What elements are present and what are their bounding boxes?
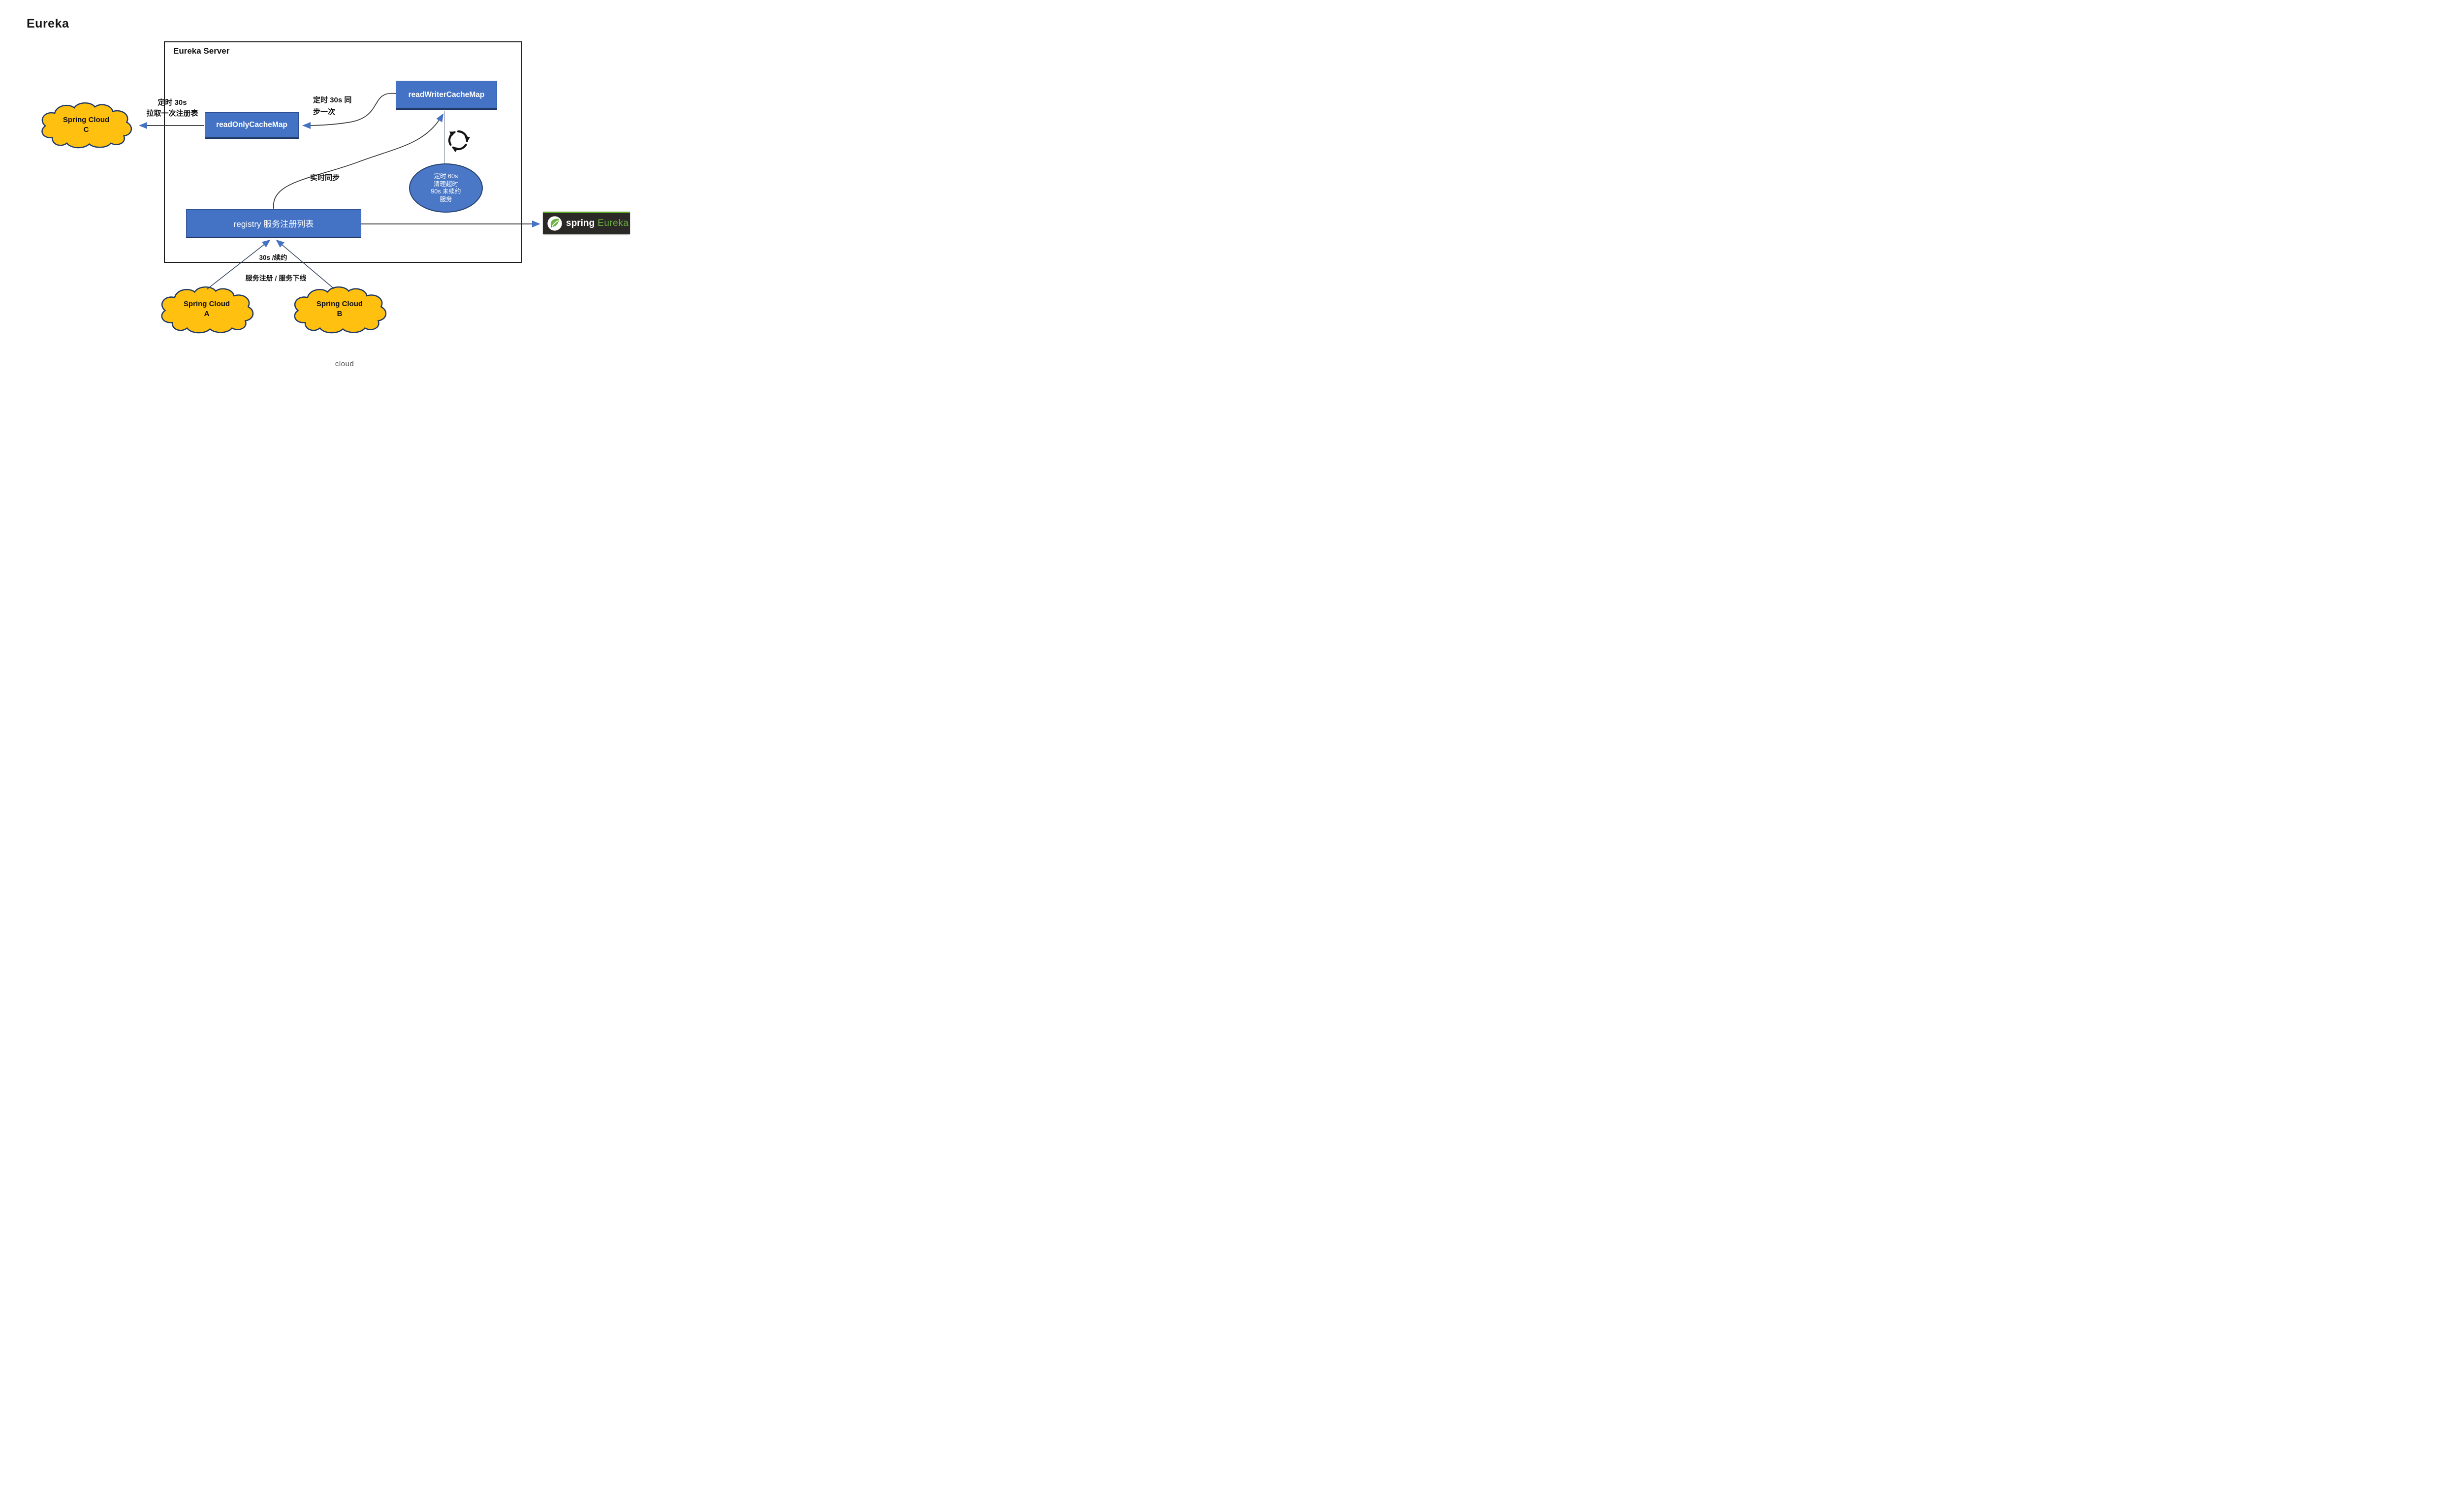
eureka-architecture-diagram: Eureka Eureka Server (0, 0, 673, 378)
label-fetch-line-1: 定时 30s (158, 98, 187, 107)
node-registry-label: registry 服务注册列表 (233, 220, 314, 229)
evict-line-2: 清理超时 (433, 180, 458, 188)
cloud-c-line-1: Spring Cloud (63, 116, 110, 124)
cloud-shape-b (294, 286, 387, 334)
label-sync-line-2: 步一次 (313, 108, 336, 116)
evict-line-3: 90s 未续约 (431, 188, 461, 195)
refresh-cycle-icon (448, 130, 471, 153)
label-renew-30s: 30s /续约 (259, 254, 287, 261)
page-title: Eureka (27, 17, 69, 31)
cloud-shape-a (161, 286, 254, 334)
evict-line-1: 定时 60s (434, 173, 458, 180)
cloud-c-label: Spring Cloud C (37, 115, 135, 135)
arrow-realtime-sync (273, 113, 444, 209)
cloud-b-line-1: Spring Cloud (316, 300, 363, 308)
node-evict-task-ellipse: 定时 60s 清理超时 90s 未续约 服务 (409, 163, 483, 213)
node-registry: registry 服务注册列表 (186, 209, 361, 238)
node-read-writer-label: readWriterCacheMap (408, 90, 485, 99)
spring-leaf-icon (547, 216, 562, 231)
eureka-server-label: Eureka Server (173, 46, 230, 56)
label-register-offline: 服务注册 / 服务下线 (245, 274, 307, 282)
cloud-c-line-2: C (83, 126, 89, 134)
label-fetch-registry: 定时 30s 拉取一次注册表 (118, 97, 226, 119)
logo-eureka-text: Eureka (598, 218, 629, 228)
cloud-a-label: Spring Cloud A (157, 299, 257, 319)
arrow-sync-30s (302, 93, 396, 129)
footer-caption: cloud (335, 360, 354, 368)
label-sync-line-1: 定时 30s 同 (313, 96, 352, 104)
arrow-cloud-b-register (276, 239, 335, 289)
evict-line-4: 服务 (440, 195, 452, 203)
node-read-writer-cache-map: readWriterCacheMap (396, 81, 497, 110)
cloud-b-label: Spring Cloud B (289, 299, 390, 319)
arrow-cloud-a-register (206, 239, 271, 290)
cloud-b-line-2: B (337, 310, 343, 318)
label-fetch-line-2: 拉取一次注册表 (146, 109, 198, 118)
cloud-a-line-2: A (204, 310, 210, 318)
node-read-only-cache-map: readOnlyCacheMap (205, 112, 299, 139)
label-sync-30s: 定时 30s 同 步一次 (313, 94, 382, 118)
logo-spring-text: spring (566, 218, 595, 228)
node-read-only-label: readOnlyCacheMap (216, 121, 287, 129)
cloud-a-line-1: Spring Cloud (183, 300, 230, 308)
label-realtime-sync: 实时同步 (310, 174, 340, 182)
diagram-lines-layer (41, 93, 540, 334)
spring-eureka-logo: spring Eureka (543, 212, 630, 234)
cloud-shape-c (41, 102, 132, 149)
